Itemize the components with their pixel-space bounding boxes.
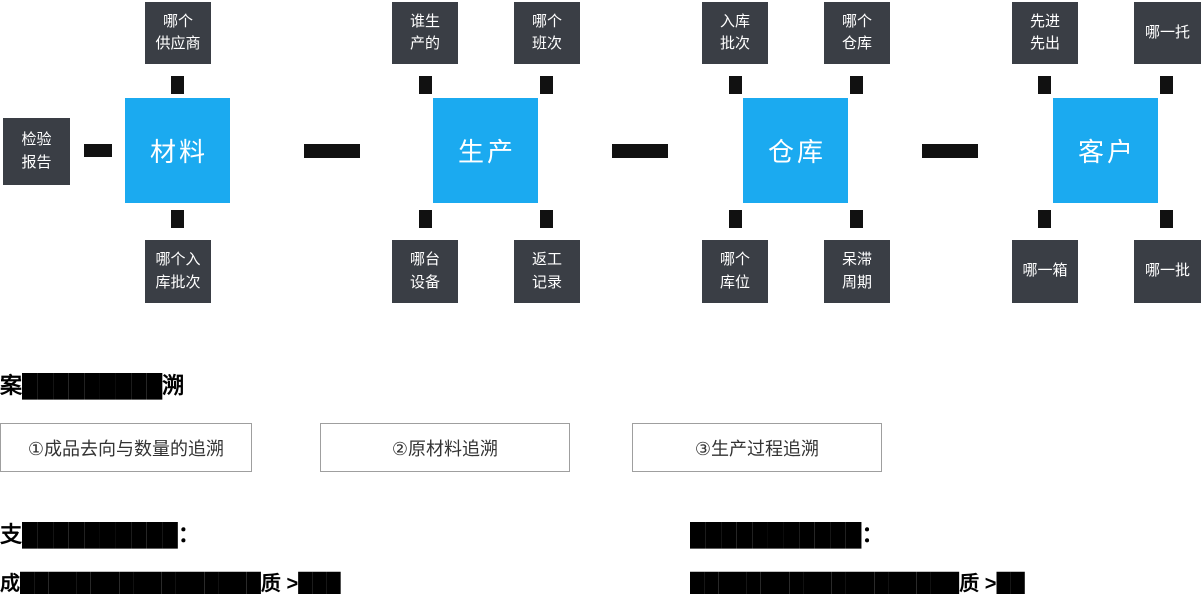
- trace-chain-backward: ███████████████████质 >██: [690, 573, 1025, 594]
- connector-production-equipment: [419, 210, 432, 228]
- satellite-which-equipment: 哪台 设备: [392, 240, 458, 303]
- satellite-material-inbound-batch: 哪个入 库批次: [145, 240, 211, 303]
- connector-warehouse-customer: [922, 144, 978, 158]
- connector-warehouse-location: [729, 210, 742, 228]
- connector-inspection-material: [84, 144, 112, 157]
- connector-production-shift: [540, 76, 553, 94]
- satellite-which-warehouse: 哪个 仓库: [824, 2, 890, 64]
- stage-production: 生产: [433, 98, 538, 203]
- trace-type-production-process: ③生产过程追溯: [632, 423, 882, 472]
- satellite-fifo: 先进 先出: [1012, 2, 1078, 64]
- connector-warehouse-stagnation: [850, 210, 863, 228]
- trace-type-raw-material: ②原材料追溯: [320, 423, 570, 472]
- satellite-which-shift: 哪个 班次: [514, 2, 580, 64]
- satellite-warehouse-inbound-batch: 入库 批次: [702, 2, 768, 64]
- section-title-backward-trace: ███████████：: [690, 522, 884, 547]
- connector-production-rework: [540, 210, 553, 228]
- connector-warehouse-inbound: [729, 76, 742, 94]
- connector-production-who: [419, 76, 432, 94]
- satellite-rework-record: 返工 记录: [514, 240, 580, 303]
- satellite-who-produced: 谁生 产的: [392, 2, 458, 64]
- satellite-which-batch: 哪一批: [1134, 240, 1201, 303]
- trace-type-finished-goods: ①成品去向与数量的追溯: [0, 423, 252, 472]
- section-title-traceability-types: 案█████████溯: [0, 373, 185, 398]
- connector-customer-box: [1038, 210, 1051, 228]
- section-title-forward-trace: 支██████████：: [0, 522, 200, 547]
- connector-customer-fifo: [1038, 76, 1051, 94]
- stage-warehouse: 仓库: [743, 98, 848, 203]
- connector-material-production: [304, 144, 360, 158]
- connector-customer-batch: [1160, 210, 1173, 228]
- connector-warehouse-which: [850, 76, 863, 94]
- connector-customer-pallet: [1160, 76, 1173, 94]
- satellite-which-location: 哪个 库位: [702, 240, 768, 303]
- satellite-which-pallet: 哪一托: [1134, 2, 1201, 64]
- inspection-report-box: 检验 报告: [3, 118, 70, 185]
- connector-material-inbound-batch: [171, 210, 184, 228]
- trace-chain-forward: 成█████████████████质 >███: [0, 573, 341, 594]
- stage-customer: 客户: [1053, 98, 1158, 203]
- stage-material: 材料: [125, 98, 230, 203]
- connector-material-supplier: [171, 76, 184, 94]
- satellite-which-box: 哪一箱: [1012, 240, 1078, 303]
- connector-production-warehouse: [612, 144, 668, 158]
- satellite-which-supplier: 哪个 供应商: [145, 2, 211, 64]
- satellite-stagnation-cycle: 呆滞 周期: [824, 240, 890, 303]
